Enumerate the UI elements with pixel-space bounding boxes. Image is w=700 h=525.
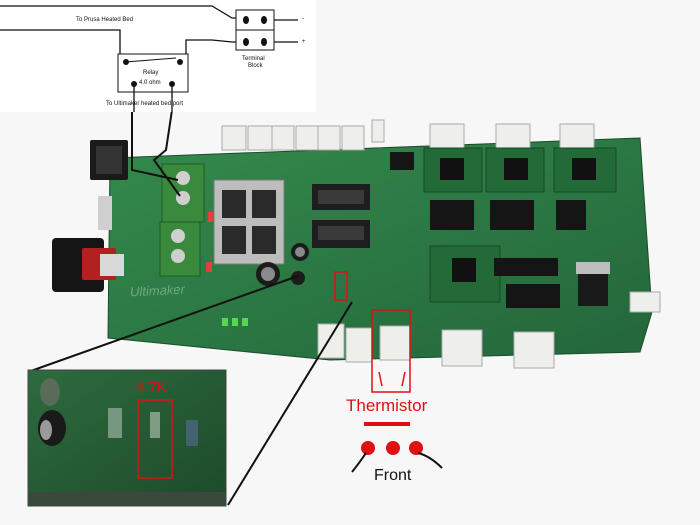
thermistor-pin-right <box>409 441 423 455</box>
top-connectors <box>221 119 595 151</box>
wiring-lines <box>0 5 298 112</box>
thermistor-pin-left <box>361 441 375 455</box>
board-silkscreen: Ultimaker <box>129 281 186 300</box>
front-label: Front <box>374 467 412 484</box>
voltage-regulator <box>578 270 608 306</box>
wiring-bottom-label: To Ultimaker heated bed port <box>106 101 184 107</box>
plus-sign: + <box>302 39 306 45</box>
thermistor-pin-center <box>386 441 400 455</box>
thermistor-connector-highlight <box>371 309 411 393</box>
resistor-highlight-box <box>334 271 348 301</box>
bottom-connectors <box>317 323 555 369</box>
zoom-resistor-box <box>137 399 173 479</box>
terminal-label-1: Terminal <box>242 56 265 62</box>
wiring-diagram: To Prusa Heated Bed Relay 4.0 ohm Termin… <box>0 0 316 112</box>
terminal-label-2: Block <box>248 63 263 69</box>
thermistor-label: Thermistor <box>346 396 428 415</box>
stepper-drivers <box>423 147 617 303</box>
screw-terminal-2 <box>159 221 201 277</box>
minus-sign: - <box>302 16 304 22</box>
relay-label: Relay <box>143 70 159 76</box>
sd-slot <box>98 196 112 230</box>
thermistor-bar <box>364 422 410 426</box>
wiring-top-label: To Prusa Heated Bed <box>76 17 134 23</box>
resistor-value-label: 4.7K <box>136 379 167 396</box>
relay-rating: 4.0 ohm <box>139 80 161 86</box>
